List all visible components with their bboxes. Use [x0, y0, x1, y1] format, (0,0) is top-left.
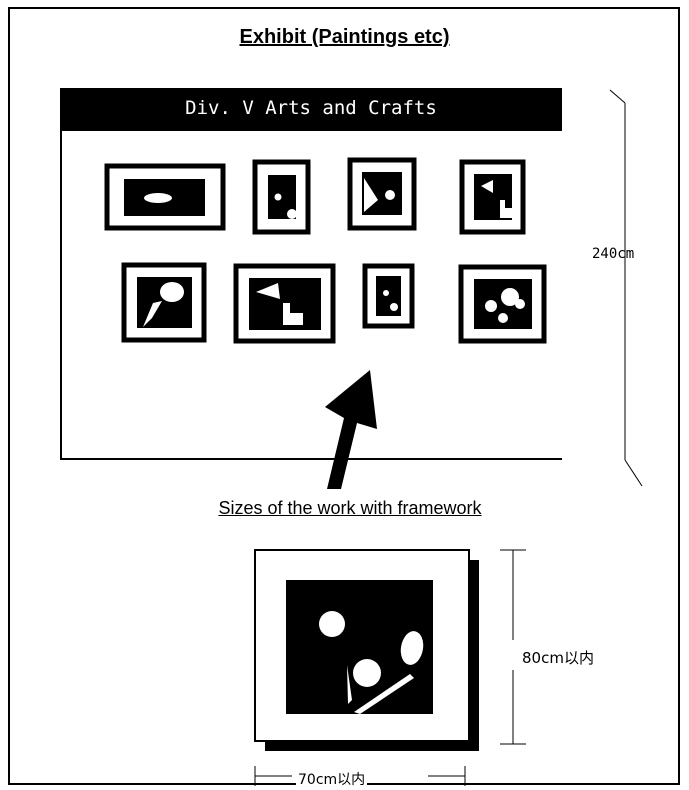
wall-height-label: 240cm — [592, 246, 635, 262]
wall-height-bracket — [609, 89, 643, 487]
sizes-caption: Sizes of the work with framework — [218, 498, 482, 518]
painting-5 — [121, 262, 207, 343]
painting-1 — [104, 163, 226, 231]
page-title: Exhibit (Paintings etc) — [239, 26, 450, 48]
painting-frame-icon — [254, 549, 479, 751]
painting-8 — [458, 264, 547, 344]
painting-7 — [362, 263, 415, 329]
painting-6 — [233, 263, 336, 344]
max-width-label: 70cm以内 — [296, 769, 368, 789]
arrow-up-icon — [325, 370, 377, 489]
painting-4 — [459, 159, 526, 235]
painting-2 — [252, 159, 311, 235]
exhibit-wall-panel — [60, 88, 562, 460]
height-dimension — [500, 549, 526, 745]
painting-3 — [347, 157, 417, 231]
width-dimension — [254, 766, 466, 786]
division-banner: Div. V Arts and Crafts — [60, 88, 562, 131]
max-height-label: 80cm以内 — [522, 649, 594, 667]
